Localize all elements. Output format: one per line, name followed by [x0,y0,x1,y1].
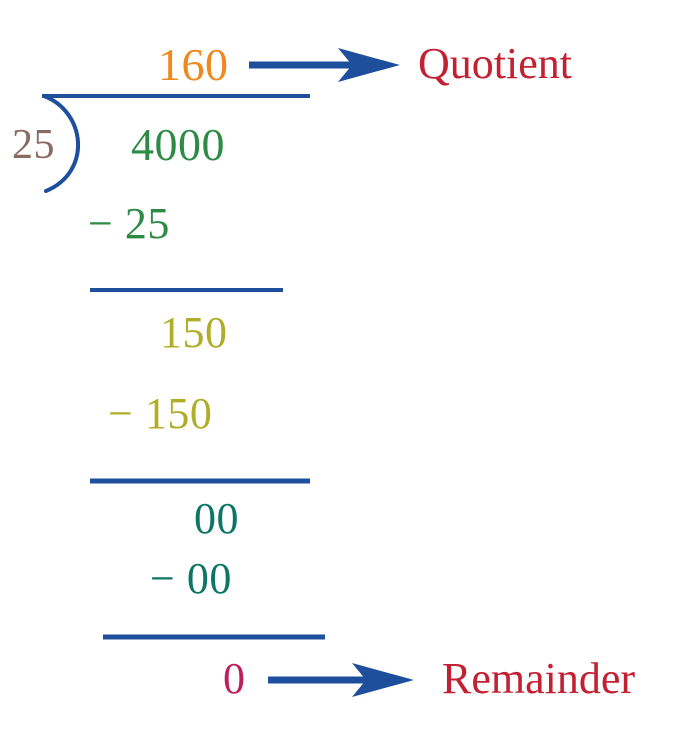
remainder-arrow-icon [268,663,414,697]
partial-remainder-2: 00 [194,494,239,543]
subtraction-step-3: − 00 [150,554,232,603]
quotient-label: Quotient [418,39,572,88]
subtraction-step-2: − 150 [108,389,213,438]
subtraction-step-1: − 25 [88,199,170,248]
partial-remainder-1: 150 [160,308,228,357]
remainder-label: Remainder [442,654,636,703]
dividend-value: 4000 [131,119,225,170]
quotient-arrow-icon [249,48,400,82]
remainder-value: 0 [223,654,246,703]
divisor-value: 25 [12,122,55,168]
quotient-value: 160 [158,39,229,90]
